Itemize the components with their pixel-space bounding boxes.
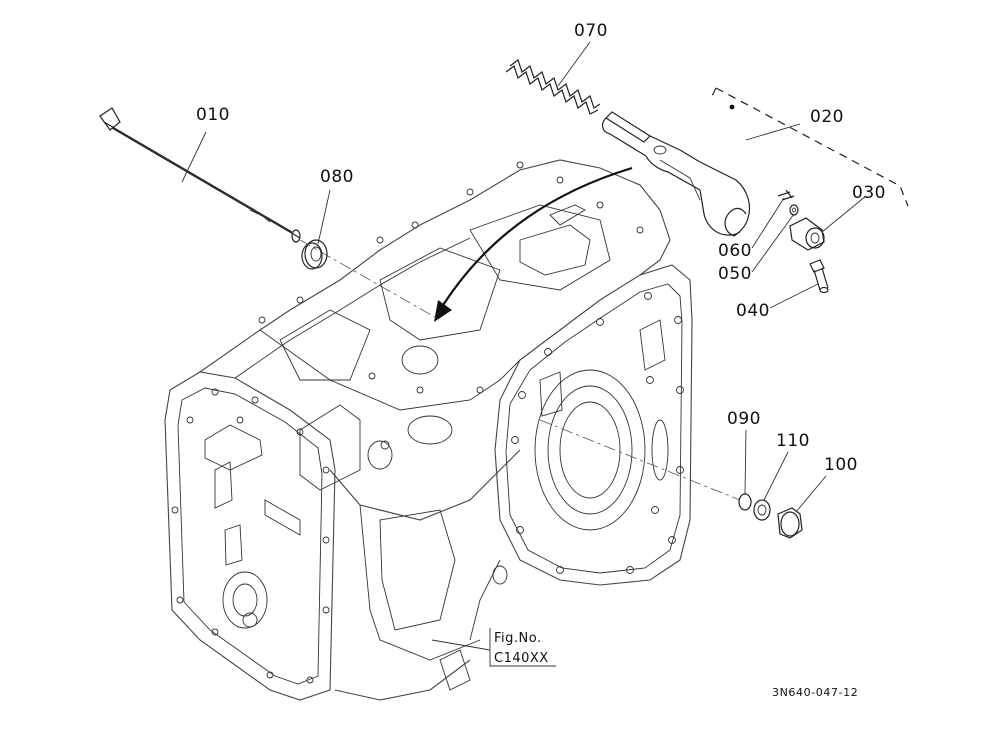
seal-part	[301, 239, 328, 270]
bolt-part	[809, 259, 829, 294]
part-labels: 010 020 030 040 050 060 070 080 090 100 …	[196, 21, 886, 475]
oring-part	[738, 493, 752, 511]
shift-block-part	[789, 217, 825, 251]
washer-part	[789, 204, 799, 216]
gasket-part	[753, 499, 771, 521]
label-030: 030	[852, 183, 886, 203]
assy-dot	[729, 104, 735, 110]
drawing-code: 3N640-047-12	[772, 686, 858, 699]
fig-number: C140XX	[494, 651, 549, 666]
spring-part	[505, 59, 601, 115]
pin-part	[777, 189, 795, 201]
label-090: 090	[727, 409, 761, 429]
label-050: 050	[718, 264, 752, 284]
top-bolt-holes	[236, 161, 644, 424]
label-110: 110	[776, 431, 810, 451]
label-060: 060	[718, 241, 752, 261]
transmission-case	[164, 159, 693, 701]
rear-bolt-holes	[511, 292, 684, 574]
install-arrow-head	[434, 300, 452, 322]
install-arrow	[439, 166, 633, 311]
label-020: 020	[810, 107, 844, 127]
figure-number-box: Fig.No. C140XX	[489, 628, 556, 667]
fig-label: Fig.No.	[494, 631, 542, 646]
label-040: 040	[736, 301, 770, 321]
shift-fork-part	[601, 111, 751, 237]
plug-part	[777, 507, 803, 539]
label-070: 070	[574, 21, 608, 41]
label-010: 010	[196, 105, 230, 125]
label-080: 080	[320, 167, 354, 187]
plug-centerline	[539, 419, 741, 501]
shift-rod-part	[99, 107, 441, 321]
front-bolt-holes	[171, 388, 330, 684]
leader-lines	[181, 41, 867, 651]
label-100: 100	[824, 455, 858, 475]
